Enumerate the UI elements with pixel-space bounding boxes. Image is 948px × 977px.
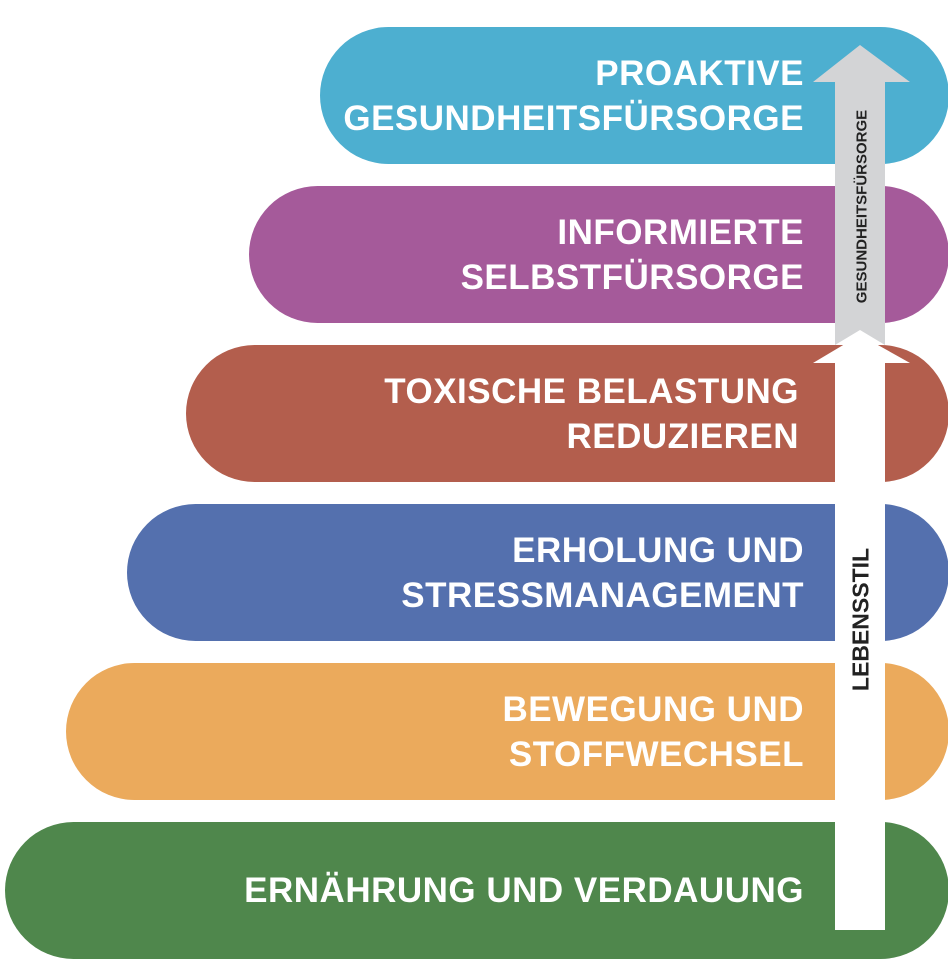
label-line: GESUNDHEITSFÜRSORGE bbox=[343, 98, 804, 138]
level-informierte-selbstfuersorge: INFORMIERTE SELBSTFÜRSORGE bbox=[249, 186, 948, 323]
lebensstil-axis-label: LEBENSSTIL bbox=[847, 547, 874, 692]
label-line: STRESSMANAGEMENT bbox=[401, 575, 804, 615]
label-line: INFORMIERTE bbox=[557, 212, 804, 252]
label-line: ERHOLUNG UND bbox=[512, 530, 804, 570]
level-label: BEWEGUNG UND STOFFWECHSEL bbox=[502, 663, 804, 800]
label-line: SELBSTFÜRSORGE bbox=[460, 257, 804, 297]
label-line: STOFFWECHSEL bbox=[508, 734, 804, 774]
label-line: BEWEGUNG UND bbox=[502, 689, 804, 729]
label-line: ERNÄHRUNG UND VERDAUUNG bbox=[244, 871, 804, 910]
level-erholung-stressmanagement: ERHOLUNG UND STRESSMANAGEMENT bbox=[127, 504, 948, 641]
gesundheitsfuersorge-arrow-icon bbox=[813, 45, 910, 345]
level-label: PROAKTIVE GESUNDHEITSFÜRSORGE bbox=[343, 27, 804, 164]
label-line: PROAKTIVE bbox=[595, 53, 804, 93]
lebensstil-arrow-icon bbox=[813, 335, 910, 930]
level-toxische-belastung: TOXISCHE BELASTUNG REDUZIEREN bbox=[186, 345, 948, 482]
level-label: INFORMIERTE SELBSTFÜRSORGE bbox=[461, 186, 804, 323]
label-line: REDUZIEREN bbox=[566, 416, 799, 456]
level-label: TOXISCHE BELASTUNG REDUZIEREN bbox=[384, 345, 799, 482]
level-label: ERNÄHRUNG UND VERDAUUNG bbox=[244, 822, 804, 959]
level-ernaehrung-verdauung: ERNÄHRUNG UND VERDAUUNG bbox=[5, 822, 948, 959]
gesundheitsfuersorge-axis-label: GESUNDHEITSFÜRSORGE bbox=[853, 109, 871, 304]
level-label: ERHOLUNG UND STRESSMANAGEMENT bbox=[401, 504, 804, 641]
level-bewegung-stoffwechsel: BEWEGUNG UND STOFFWECHSEL bbox=[66, 663, 948, 800]
label-line: TOXISCHE BELASTUNG bbox=[384, 371, 799, 411]
